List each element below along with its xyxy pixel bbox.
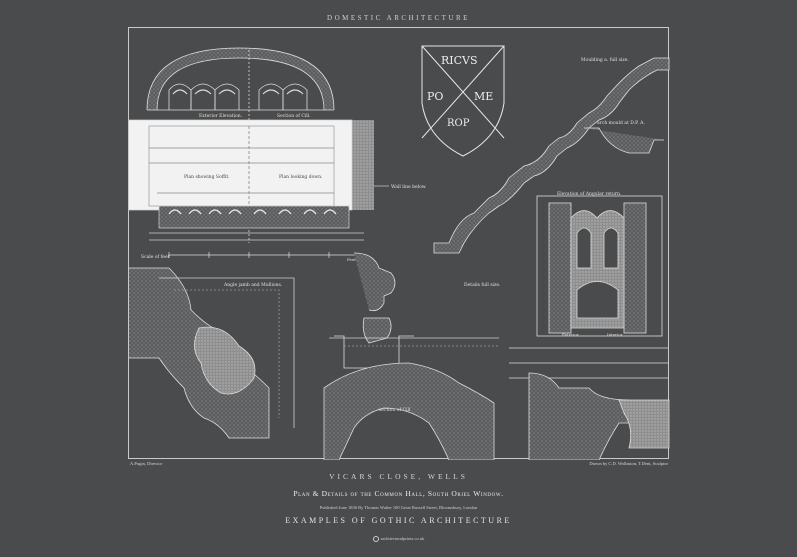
moulding-full-size-label: Moulding a. full size. <box>581 57 629 63</box>
shield-text-top: RICVS <box>441 54 478 67</box>
feet-label: Feet <box>347 257 356 262</box>
plan-showing-soffit-label: Plan showing Soffit. <box>184 174 230 180</box>
plate-header-title: DOMESTIC ARCHITECTURE <box>327 14 470 22</box>
credit-right: Drawn by C.D. Wollaston, T.Dent, Sculpto… <box>589 461 668 466</box>
plate-subtitle: Plan & Details of the Common Hall, South… <box>293 489 504 498</box>
base-moulding-drawing <box>509 347 670 460</box>
section-of-cill-label: Section of Cill. <box>277 113 311 119</box>
drawing-plate: Exterior Elevation. Section of Cill. Pla… <box>128 27 670 460</box>
shield-text-left: PO <box>427 90 443 103</box>
shield-text-bottom: ROP <box>447 118 470 129</box>
angle-jamb-drawing: Angle jamb and Mullions. <box>129 252 396 439</box>
lower-section-of-cill-label: section of Cill <box>379 407 411 413</box>
series-title: EXAMPLES OF GOTHIC ARCHITECTURE <box>285 516 512 525</box>
angle-jamb-label: Angle jamb and Mullions. <box>223 282 283 288</box>
angular-return-label: Elevation of Angular return. <box>557 191 622 197</box>
place-title: VICARS CLOSE, WELLS <box>329 472 468 481</box>
plan-looking-down-label: Plan looking down. <box>279 174 323 180</box>
section-of-cill-drawing: section of Cill <box>323 335 499 460</box>
publication-line: Published June 1836 By Thomas Walter 100… <box>319 505 478 510</box>
heraldic-shield: RICVS PO ME ROP <box>421 45 505 157</box>
credit-left: A.Pugin, Director <box>130 461 163 466</box>
wall-line-below-label: Wall line below. <box>391 184 427 190</box>
shield-text-right: ME <box>474 90 493 103</box>
scale-label: Scale of feet <box>141 254 170 260</box>
window-plan-drawing: Plan showing Soffit. Plan looking down. … <box>129 119 427 241</box>
interior-label: Interior <box>607 332 623 337</box>
angular-return-elevation: Elevation of Angular return. Exterior In… <box>536 191 663 337</box>
copyright-icon <box>372 536 379 542</box>
arch-mould-label: arch mould at D.P. A. <box>597 120 645 126</box>
architectural-drawing: Exterior Elevation. Section of Cill. Pla… <box>129 45 670 460</box>
exterior-label: Exterior <box>562 332 579 337</box>
details-full-size-label: Details full size. <box>464 282 501 288</box>
scale-bar: Scale of feet Feet <box>141 252 364 262</box>
website-text: architecturalprints.co.uk <box>380 536 425 542</box>
moulding-profile-drawing: Moulding a. full size. arch mould at D.P… <box>433 57 670 254</box>
exterior-elevation-label: Exterior Elevation. <box>199 113 243 119</box>
website-credit: architecturalprints.co.uk <box>0 536 797 542</box>
